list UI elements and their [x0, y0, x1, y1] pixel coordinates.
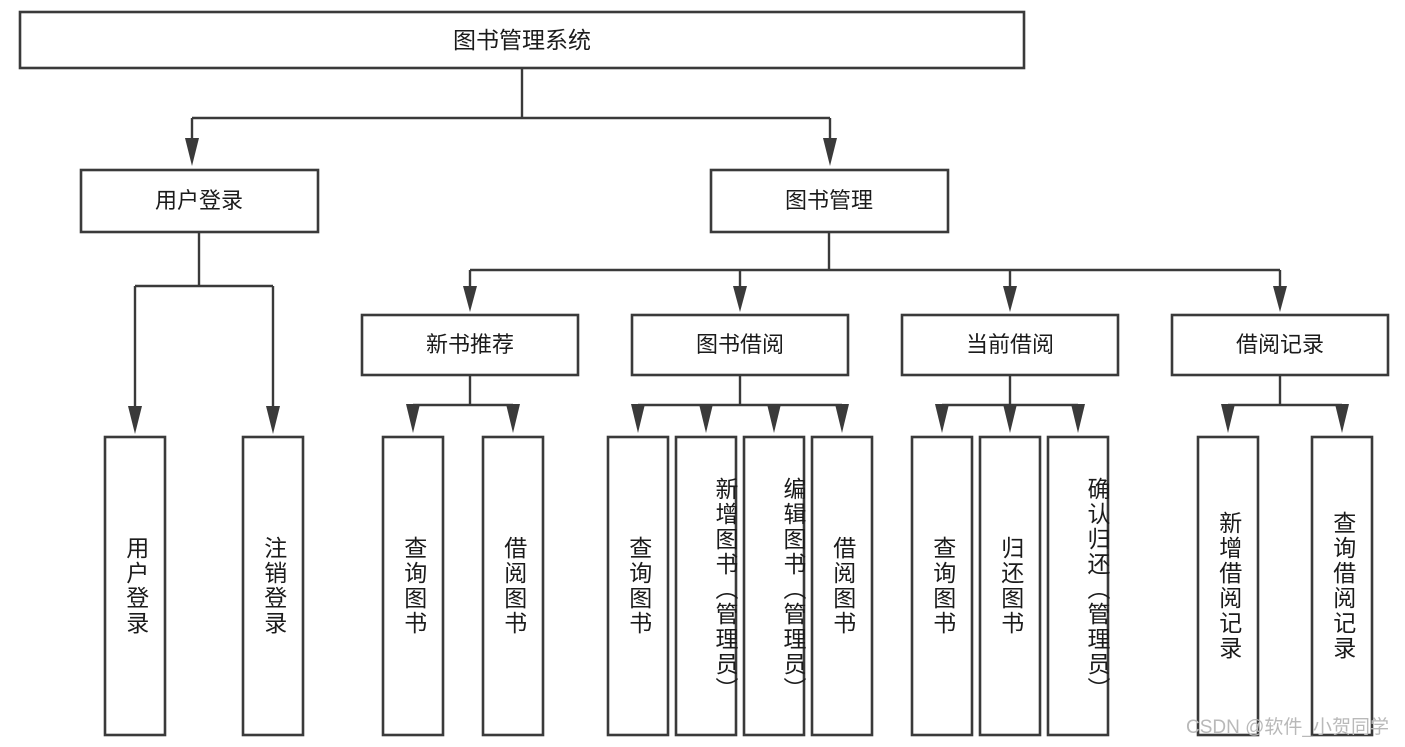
arrow-current-borrow-leaf1	[935, 404, 949, 433]
node-leaf-edit-book-box[interactable]	[742, 435, 806, 737]
arrow-user-login-leaf1	[128, 406, 142, 434]
node-borrow-record-label: 借阅记录	[1236, 332, 1324, 357]
arrow-root-to-book-manage	[823, 138, 837, 166]
node-leaf-borrow-book-2-box[interactable]	[810, 435, 874, 737]
node-leaf-confirm-return-box[interactable]	[1046, 435, 1110, 737]
node-root-label: 图书管理系统	[453, 27, 591, 53]
node-leaf-query-book-1-box[interactable]	[381, 435, 445, 737]
node-leaf-user-login-box[interactable]	[103, 435, 167, 737]
arrow-to-current-borrow	[1003, 286, 1017, 312]
arrow-to-book-borrow	[733, 286, 747, 312]
arrow-root-to-user-login	[185, 138, 199, 166]
node-user-login-label: 用户登录	[155, 188, 243, 213]
node-new-book-recommend-label: 新书推荐	[426, 332, 514, 357]
node-leaf-user-logout-box[interactable]	[241, 435, 305, 737]
arrow-current-borrow-leaf3	[1071, 404, 1085, 433]
node-leaf-query-book-3-box[interactable]	[910, 435, 974, 737]
arrow-book-borrow-leaf4	[835, 404, 849, 433]
node-new-book-recommend-box[interactable]	[360, 313, 580, 377]
node-book-manage-label: 图书管理	[785, 188, 873, 213]
node-leaf-return-book-box[interactable]	[978, 435, 1042, 737]
arrow-user-login-leaf2	[266, 406, 280, 434]
arrow-current-borrow-leaf2	[1003, 404, 1017, 433]
node-leaf-query-book-2-box[interactable]	[606, 435, 670, 737]
arrow-book-borrow-leaf3	[767, 404, 781, 433]
node-current-borrow-box[interactable]	[900, 313, 1120, 377]
node-current-borrow-label: 当前借阅	[966, 332, 1054, 357]
node-leaf-query-record-box[interactable]	[1310, 435, 1374, 737]
csdn-watermark: CSDN @软件_小贺同学	[1186, 717, 1389, 738]
node-book-borrow-label: 图书借阅	[696, 332, 784, 357]
node-leaf-borrow-book-1-box[interactable]	[481, 435, 545, 737]
node-leaf-add-record-box[interactable]	[1196, 435, 1260, 737]
arrow-book-borrow-leaf1	[631, 404, 645, 433]
node-root-box[interactable]	[18, 10, 1026, 70]
node-book-borrow-box[interactable]	[630, 313, 850, 377]
node-borrow-record-box[interactable]	[1170, 313, 1390, 377]
arrow-book-borrow-leaf2	[699, 404, 713, 433]
arrow-borrow-record-leaf1	[1221, 404, 1235, 433]
node-leaf-add-book-box[interactable]	[674, 435, 738, 737]
node-book-manage-box[interactable]	[709, 168, 950, 234]
arrow-to-new-book-recommend	[463, 286, 477, 312]
arrow-new-book-leaf1	[406, 404, 420, 433]
arrow-new-book-leaf2	[506, 404, 520, 433]
arrow-borrow-record-leaf2	[1335, 404, 1349, 433]
arrow-to-borrow-record	[1273, 286, 1287, 312]
